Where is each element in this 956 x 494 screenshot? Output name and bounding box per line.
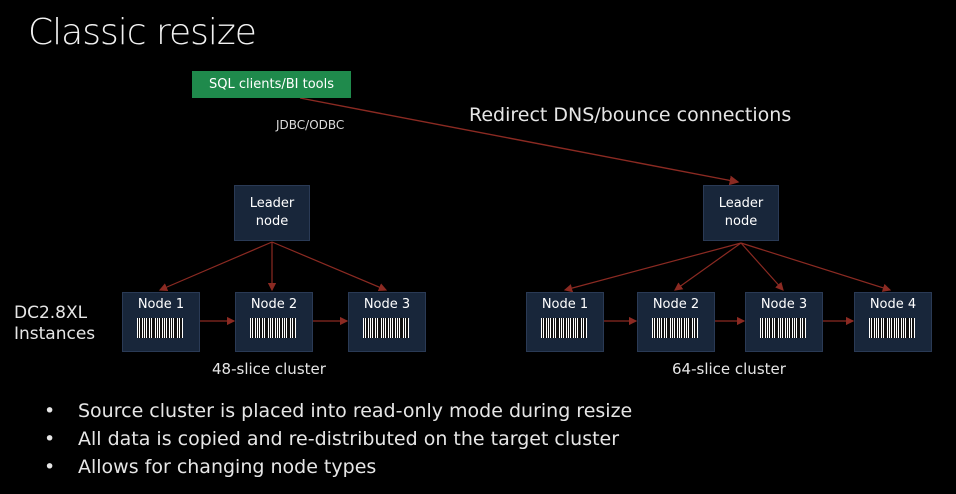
barcode-icon xyxy=(869,318,915,338)
src-arrow-1 xyxy=(158,241,273,292)
bullet-item: Allows for changing node types xyxy=(44,453,632,481)
barcode-icon xyxy=(250,318,296,338)
target-node-2: Node 2 xyxy=(637,292,715,352)
source-cluster-caption: 48-slice cluster xyxy=(212,360,326,378)
barcode-icon xyxy=(652,318,698,338)
redirect-label: Redirect DNS/bounce connections xyxy=(469,104,792,126)
source-node-3: Node 3 xyxy=(348,292,426,352)
redirect-arrow xyxy=(299,97,740,186)
source-node-2: Node 2 xyxy=(235,292,313,352)
barcode-icon xyxy=(363,318,409,338)
target-node-1: Node 1 xyxy=(526,292,604,352)
protocol-label: JDBC/ODBC xyxy=(276,118,345,132)
barcode-icon xyxy=(137,318,183,338)
sql-clients-box: SQL clients/BI tools xyxy=(192,71,351,98)
src-arrow-3 xyxy=(271,241,388,292)
slide-title: Classic resize xyxy=(28,12,257,53)
source-node-1: Node 1 xyxy=(122,292,200,352)
barcode-icon xyxy=(541,318,587,338)
bullet-item: All data is copied and re-distributed on… xyxy=(44,425,632,453)
target-node-3: Node 3 xyxy=(745,292,823,352)
bullet-item: Source cluster is placed into read-only … xyxy=(44,397,632,425)
target-node-4: Node 4 xyxy=(854,292,932,352)
instance-type-label: DC2.8XL Instances xyxy=(14,303,96,344)
bullet-list: Source cluster is placed into read-only … xyxy=(44,397,632,481)
target-cluster-caption: 64-slice cluster xyxy=(672,360,786,378)
barcode-icon xyxy=(760,318,806,338)
